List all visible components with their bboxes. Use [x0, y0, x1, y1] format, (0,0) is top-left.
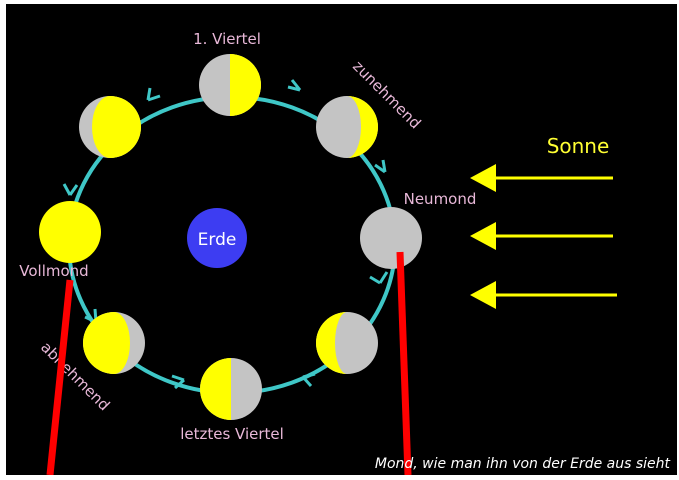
sun-ray-arrow — [470, 164, 613, 192]
moon-waning-gibbous — [83, 312, 145, 374]
black-panel — [6, 4, 677, 475]
orbit-arrow — [146, 87, 161, 102]
moon-waxing-gibbous — [79, 96, 141, 158]
label-last-quarter: letztes Viertel — [180, 425, 284, 443]
earth-disc — [187, 208, 247, 268]
label-sun: Sonne — [547, 134, 610, 158]
moon-first-quarter — [199, 54, 261, 116]
orbit-arrow — [374, 159, 387, 174]
sun-rays — [470, 164, 617, 309]
orbit-arrow — [62, 183, 79, 196]
moon-waxing-crescent — [316, 96, 378, 158]
moon-full — [39, 201, 101, 263]
earth: Erde — [187, 208, 247, 268]
moon-waning-crescent — [316, 312, 378, 374]
label-new-moon: Neumond — [404, 190, 477, 208]
moon-last-quarter — [200, 358, 262, 420]
orbit-arrow — [369, 271, 389, 285]
red-line-left — [46, 279, 74, 476]
orbit-arrow — [301, 372, 316, 387]
earth-label: Erde — [198, 230, 237, 250]
sun-ray-arrow — [470, 281, 617, 309]
label-full-moon: Vollmond — [19, 262, 88, 280]
label-first-quarter: 1. Viertel — [193, 30, 261, 48]
orbit-arrow — [171, 374, 185, 390]
orbit-arrow — [287, 79, 302, 92]
orbit-direction-arrows — [62, 79, 389, 390]
caption: Mond, wie man ihn von der Erde aus sieht — [375, 456, 671, 472]
moon-new — [360, 207, 422, 269]
sun-ray-arrow — [470, 222, 613, 250]
red-line-right — [396, 251, 412, 476]
